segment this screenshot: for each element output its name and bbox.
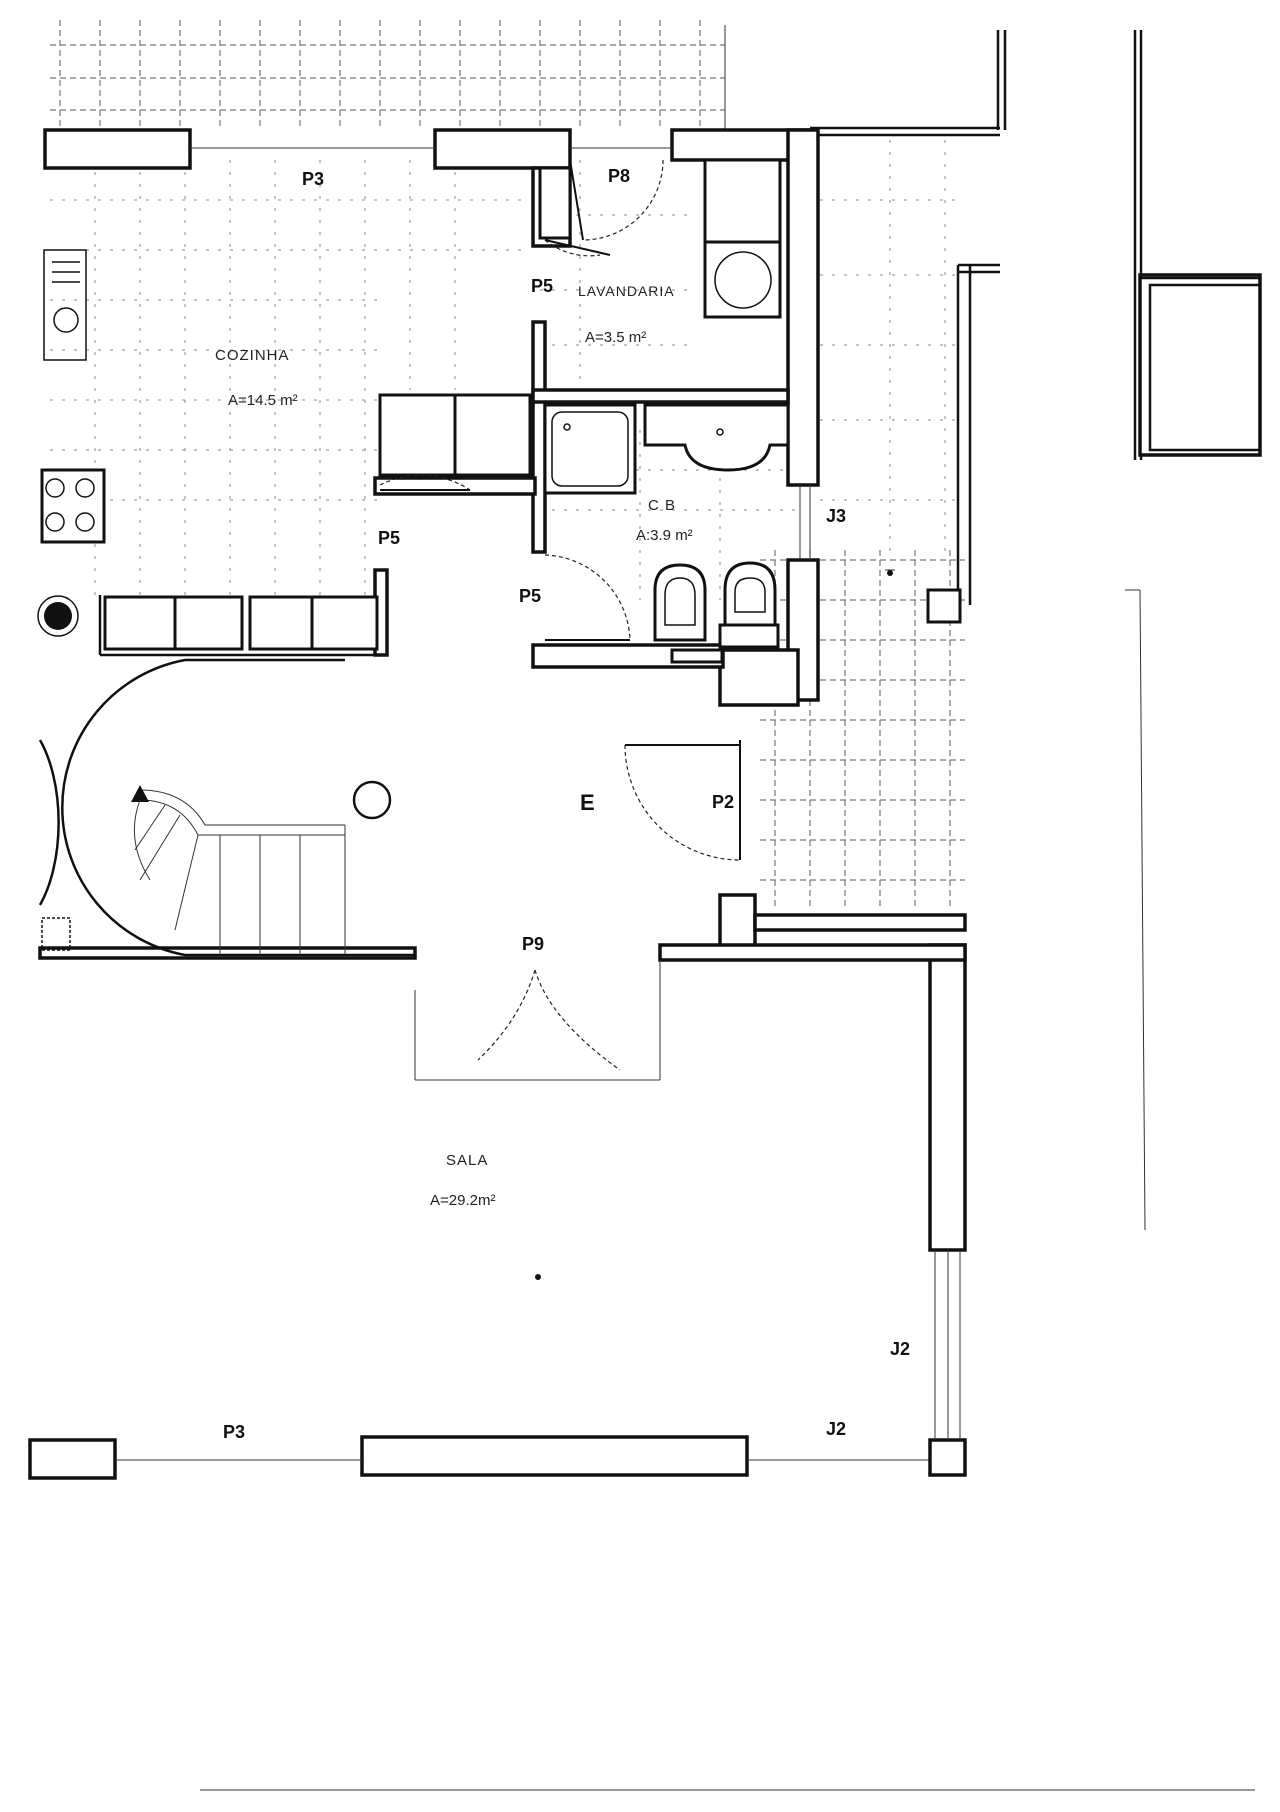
bidet-icon bbox=[653, 563, 707, 642]
opening-p5-lavandaria: P5 bbox=[531, 276, 553, 296]
column-icon bbox=[352, 780, 392, 820]
opening-p5-cozinha: P5 bbox=[378, 528, 400, 548]
washbasin-icon bbox=[643, 403, 790, 472]
outdoor-pillar bbox=[926, 588, 962, 624]
boiler-icon bbox=[44, 602, 72, 630]
opening-j2-side: J2 bbox=[890, 1339, 910, 1359]
kitchen-sink-icon bbox=[43, 249, 87, 361]
room-name-cb: C B bbox=[648, 497, 676, 514]
room-name-sala: SALA bbox=[446, 1152, 488, 1169]
opening-p5-wc: P5 bbox=[519, 586, 541, 606]
staircase bbox=[38, 658, 415, 957]
neighbour-structure bbox=[810, 30, 1262, 1231]
laundry-fixtures bbox=[538, 158, 782, 319]
opening-p9: P9 bbox=[522, 934, 544, 954]
room-area-sala: A=29.2m² bbox=[430, 1192, 495, 1209]
opening-p3-top: P3 bbox=[302, 169, 324, 189]
bath-threshold bbox=[670, 648, 724, 664]
ceiling-light-point bbox=[535, 1274, 541, 1280]
opening-p3-bottom: P3 bbox=[223, 1422, 245, 1442]
kitchen-tile-grid bbox=[50, 160, 530, 600]
room-name-entrada: E bbox=[580, 790, 595, 815]
shower-tray-icon bbox=[543, 403, 637, 495]
toilet-icon bbox=[718, 561, 780, 649]
room-name-lavandaria: LAVANDARIA bbox=[578, 283, 675, 299]
room-area-cozinha: A=14.5 m² bbox=[228, 392, 298, 409]
room-area-cb: A:3.9 m² bbox=[636, 527, 693, 544]
right-terrace-grid bbox=[820, 140, 960, 560]
stair-up-arrow-icon bbox=[131, 785, 149, 802]
kitchen-counters bbox=[98, 393, 532, 657]
room-area-lavandaria: A=3.5 m² bbox=[585, 329, 646, 346]
cabinet-symbol bbox=[41, 917, 71, 951]
opening-j3: J3 bbox=[826, 506, 846, 526]
walls bbox=[28, 128, 967, 1480]
opening-p8: P8 bbox=[608, 166, 630, 186]
hob-icon bbox=[40, 468, 106, 544]
opening-j2-bottom: J2 bbox=[826, 1419, 846, 1439]
top-terrace-paving bbox=[50, 20, 725, 130]
room-name-cozinha: COZINHA bbox=[215, 347, 290, 364]
opening-p2: P2 bbox=[712, 792, 734, 812]
door-swings bbox=[379, 159, 741, 1081]
